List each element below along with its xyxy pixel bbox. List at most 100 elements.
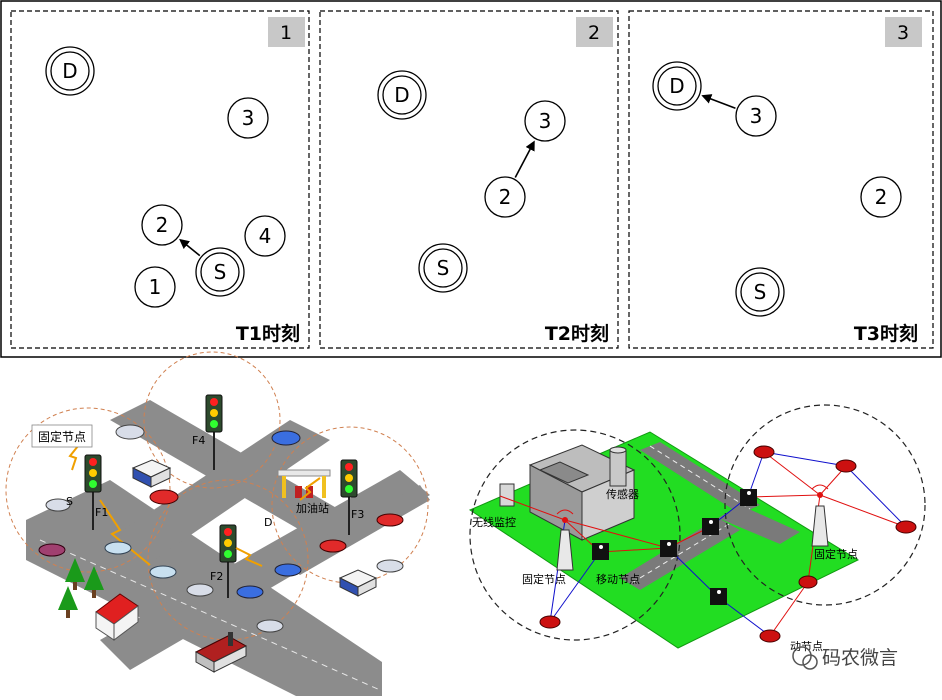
node-1: 1 xyxy=(134,266,176,308)
traffic-light-f4 xyxy=(205,394,223,470)
node-label-1: 1 xyxy=(149,275,162,299)
node-label-4: 4 xyxy=(259,224,272,248)
road-cross-right xyxy=(280,485,430,575)
node-label-S: S xyxy=(437,256,450,280)
wireless-link-f3 xyxy=(299,477,321,501)
timeline-panel-2: 2 T2时刻 D 3 2S xyxy=(319,10,619,349)
node-S: S xyxy=(418,243,468,293)
timeline-panel-3: 3 T3时刻 D 3 2S xyxy=(628,10,934,349)
node-2: 2 xyxy=(141,204,183,246)
node-2: 2 xyxy=(484,176,526,218)
small-building xyxy=(131,459,172,488)
panel-badge-number: 1 xyxy=(280,22,292,44)
node-label-D: D xyxy=(62,59,77,83)
road-center-line xyxy=(39,539,381,691)
arrow-3-to-D xyxy=(701,94,736,109)
label-gas-station: 加油站 xyxy=(296,501,329,515)
node-label-3: 3 xyxy=(539,109,552,133)
node-D: D xyxy=(377,70,427,120)
label-f4: F4 xyxy=(192,434,205,447)
sensor-tower xyxy=(609,446,627,487)
label-d: D xyxy=(264,516,272,529)
panel-graph: D 3 2S xyxy=(377,70,566,293)
label-f3: F3 xyxy=(351,508,364,521)
coverage-circle-right xyxy=(724,404,926,606)
node-D: D xyxy=(45,46,95,96)
node-4: 4 xyxy=(244,215,286,257)
label-fixed-node-right: 固定节点 xyxy=(814,547,858,561)
traffic-light-f2 xyxy=(219,524,237,598)
panel-time-label: T2时刻 xyxy=(545,322,609,345)
panel-time-label: T1时刻 xyxy=(236,322,300,345)
panel-border xyxy=(319,10,619,349)
timeline-frame xyxy=(0,0,942,358)
sensor-links xyxy=(499,451,907,637)
traffic-light-f3 xyxy=(340,459,358,535)
node-S: S xyxy=(735,267,785,317)
label-sensor: 传感器 xyxy=(606,488,639,501)
watermark-text: 码农微言 xyxy=(822,647,898,669)
cars xyxy=(38,424,404,633)
node-3: 3 xyxy=(524,100,566,142)
sensor-scene: 无线监控 传感器 固定节点 移动节点 固定节点 动节点 xyxy=(468,404,926,653)
range-circle-f2 xyxy=(147,479,309,641)
factory xyxy=(194,632,248,673)
node-label-2: 2 xyxy=(875,185,888,209)
label-bottom-node: 动节点 xyxy=(790,640,823,653)
wireless-link-f2 xyxy=(235,547,263,567)
label-wireless-monitor: 无线监控 xyxy=(472,515,516,529)
watermark: 码农微言 xyxy=(792,646,898,670)
fixed-antenna-left xyxy=(556,509,574,571)
panel-time-label: T3时刻 xyxy=(854,322,918,345)
city-scene: 固定节点 S F1 F4 F2 F3 D 加油站 xyxy=(5,351,430,696)
panel-graph: D 3 2S xyxy=(652,61,902,317)
node-label-S: S xyxy=(214,260,227,284)
fixed-node-label: 固定节点 xyxy=(38,429,86,444)
coverage-circle-left xyxy=(469,429,681,641)
panel-badge xyxy=(268,17,305,47)
road-cross-front xyxy=(100,470,430,670)
panel-border xyxy=(628,10,934,349)
sensor-road-right xyxy=(718,505,800,544)
node-S: S xyxy=(195,247,245,297)
trees xyxy=(58,558,104,618)
node-label-2: 2 xyxy=(499,185,512,209)
label-fixed-node-left: 固定节点 xyxy=(522,572,566,586)
wireless-link-label xyxy=(68,445,79,471)
node-label-2: 2 xyxy=(156,213,169,237)
label-s: S xyxy=(66,495,73,508)
node-2: 2 xyxy=(860,176,902,218)
traffic-light-f1 xyxy=(84,454,102,530)
panel-badge xyxy=(885,17,922,47)
label-f1: F1 xyxy=(95,506,108,519)
node-label-D: D xyxy=(394,83,409,107)
timeline-section: 1 T1时刻 D 3 2 4S 1 2 T2时刻 D 3 2S 3 T3时刻 D 3 2S xyxy=(0,0,942,358)
node-D: D xyxy=(652,61,702,111)
label-mobile-node: 移动节点 xyxy=(596,573,640,586)
arrow-2-to-3 xyxy=(514,140,535,178)
house xyxy=(95,593,139,641)
fixed-antenna-right xyxy=(811,484,829,547)
node-label-S: S xyxy=(754,280,767,304)
range-circle-f4 xyxy=(143,351,281,489)
range-circle-f1 xyxy=(5,407,171,573)
wechat-icon xyxy=(792,646,812,666)
timeline-panel-1: 1 T1时刻 D 3 2 4S 1 xyxy=(10,10,310,349)
label-f2: F2 xyxy=(210,570,223,583)
small-building-right xyxy=(338,569,378,597)
node-label-3: 3 xyxy=(242,106,255,130)
node-label-3: 3 xyxy=(750,104,763,128)
node-3: 3 xyxy=(735,95,777,137)
panel-graph: D 3 2 4S 1 xyxy=(45,46,286,308)
node-3: 3 xyxy=(227,97,269,139)
vehicles xyxy=(539,445,917,643)
arrow-S-to-2 xyxy=(179,238,201,257)
monitor-camera xyxy=(499,483,515,507)
panel-badge xyxy=(576,17,613,47)
node-label-D: D xyxy=(669,74,684,98)
panel-border xyxy=(10,10,310,349)
panel-badge-number: 3 xyxy=(897,22,909,44)
fixed-node-callout xyxy=(31,424,93,448)
